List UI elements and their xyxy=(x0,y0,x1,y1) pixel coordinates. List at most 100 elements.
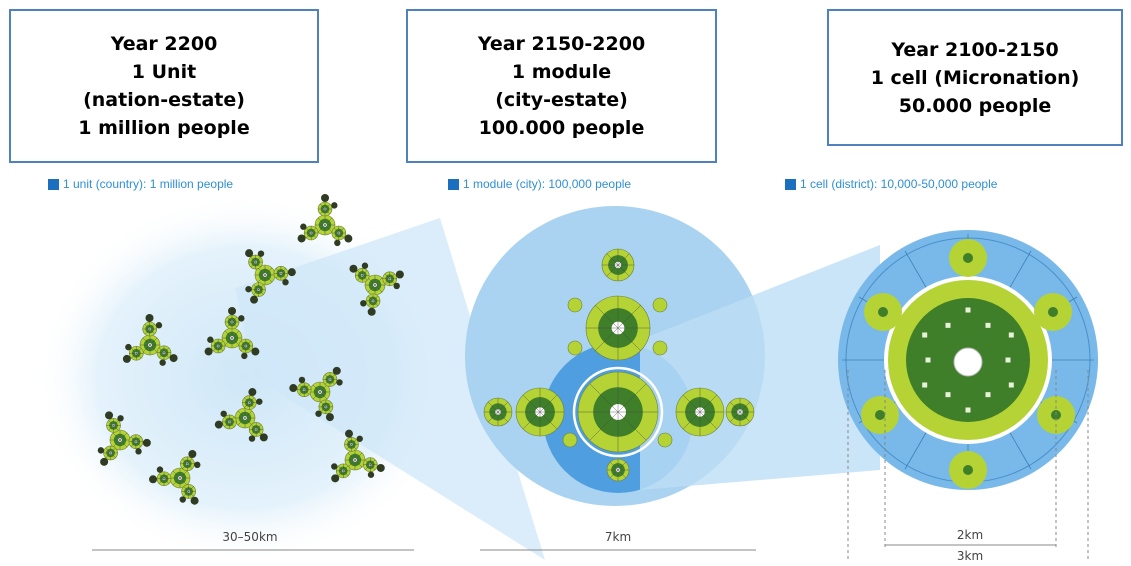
cluster-pod xyxy=(222,414,237,430)
cluster-core xyxy=(309,381,331,403)
module-satellite xyxy=(567,297,583,313)
cluster-pod xyxy=(296,382,312,397)
cluster-dot xyxy=(251,347,260,356)
unit-title-line: (nation-estate) xyxy=(83,89,245,111)
cluster-dot xyxy=(256,398,263,405)
cell-satellite-core xyxy=(1048,307,1058,317)
cluster-dot xyxy=(331,463,338,470)
unit-clusters xyxy=(97,194,404,505)
cluster-dot xyxy=(289,384,298,393)
cluster-pod xyxy=(156,345,172,361)
legend-square-icon xyxy=(48,178,59,190)
cluster xyxy=(289,366,343,422)
cluster-dot xyxy=(361,262,369,269)
cell-satellite-core xyxy=(963,465,973,475)
module-scale-label: 7km xyxy=(604,530,632,544)
module-main-pod xyxy=(577,371,659,453)
legend-square-icon xyxy=(448,178,459,190)
cluster-pod xyxy=(251,282,266,297)
cluster xyxy=(149,450,201,505)
cluster-pod xyxy=(248,422,264,437)
cluster-dot xyxy=(97,447,105,454)
cluster xyxy=(245,249,296,304)
cell-satellites xyxy=(861,239,1075,489)
cluster-dot xyxy=(297,234,306,243)
module-title-line: Year 2150-2200 xyxy=(477,33,646,55)
cluster-dot xyxy=(250,295,259,304)
cell-title-line: 1 cell (Micronation) xyxy=(870,66,1080,89)
cluster xyxy=(297,194,353,247)
cluster-dot xyxy=(156,466,164,473)
cluster-dot xyxy=(228,307,237,315)
cluster-pod xyxy=(181,484,196,499)
cluster-dot xyxy=(194,461,201,469)
module-title-line: 100.000 people xyxy=(478,117,645,139)
cluster-pod xyxy=(318,399,334,415)
cluster-dot xyxy=(282,278,289,286)
module-right-pod xyxy=(675,387,725,437)
cluster-pod xyxy=(224,314,240,330)
module-bottom-pod xyxy=(606,458,630,482)
cluster-pod xyxy=(142,321,158,337)
module-title-line: 1 module xyxy=(511,61,612,83)
cell-satellite-core xyxy=(875,410,885,420)
cell-title-box: Year 2100-2150 1 cell (Micronation) 50.0… xyxy=(827,9,1123,146)
cell-title-line: Year 2100-2150 xyxy=(891,38,1059,61)
cluster-pod xyxy=(128,345,144,361)
cell-dots xyxy=(922,307,1014,413)
cluster-pod xyxy=(180,456,195,472)
cluster-dot xyxy=(100,457,109,466)
module-satellite xyxy=(562,432,578,448)
cluster-dot xyxy=(349,264,358,273)
legend-square-icon xyxy=(785,178,796,190)
unit-legend-text: 1 unit (country): 1 million people xyxy=(63,177,234,191)
module-clusters xyxy=(483,248,755,482)
cluster-dot xyxy=(298,376,306,384)
cluster-dot xyxy=(145,314,154,323)
cluster-dot xyxy=(190,496,199,505)
cluster-dot xyxy=(315,410,322,417)
cluster-pod xyxy=(238,338,254,354)
cluster xyxy=(97,411,151,466)
cluster-dot xyxy=(245,249,254,258)
unit-title-line: 1 Unit xyxy=(131,61,197,83)
cluster-dot xyxy=(214,420,223,429)
cluster-dot xyxy=(179,496,186,503)
unit-title-line: Year 2200 xyxy=(110,33,218,55)
cluster-dot xyxy=(367,307,376,316)
cluster-dot xyxy=(331,474,340,483)
cell-legend-text: 1 cell (district): 10,000-50,000 people xyxy=(800,177,998,191)
module-ring-outline xyxy=(572,366,664,458)
unit-scale-label: 30–50km xyxy=(222,530,278,544)
cluster-core xyxy=(139,334,161,356)
cluster-dot xyxy=(142,438,151,447)
cluster-dot xyxy=(122,354,131,363)
cell-satellite-core xyxy=(878,307,888,317)
cluster-dot xyxy=(345,429,354,438)
cluster-dot xyxy=(105,411,114,420)
unit-title-line: 1 million people xyxy=(78,117,250,139)
cluster xyxy=(214,388,268,442)
cluster-dot xyxy=(259,433,268,442)
module-title-line: (city-estate) xyxy=(495,89,628,111)
cell-center xyxy=(953,347,983,377)
cluster-dot xyxy=(207,336,214,343)
cluster-pod xyxy=(331,225,347,241)
cluster-pod xyxy=(242,395,257,410)
cluster xyxy=(122,314,178,366)
cluster-dot xyxy=(241,352,248,360)
module-satellite xyxy=(652,340,668,356)
cluster-pod xyxy=(344,437,359,452)
cell-scale-inner-label: 2km xyxy=(956,528,984,542)
cluster-dot xyxy=(344,234,353,243)
cluster-dot xyxy=(135,448,142,455)
cluster-pod xyxy=(322,372,338,387)
cluster-pod xyxy=(362,457,378,473)
cluster-pod xyxy=(273,266,289,281)
module-legend-text: 1 module (city): 100,000 people xyxy=(463,177,632,191)
cluster-core xyxy=(364,274,386,296)
cluster-dot xyxy=(331,202,338,209)
cluster-core xyxy=(109,429,131,451)
cluster-dot xyxy=(287,268,296,277)
cluster-dot xyxy=(248,388,257,397)
